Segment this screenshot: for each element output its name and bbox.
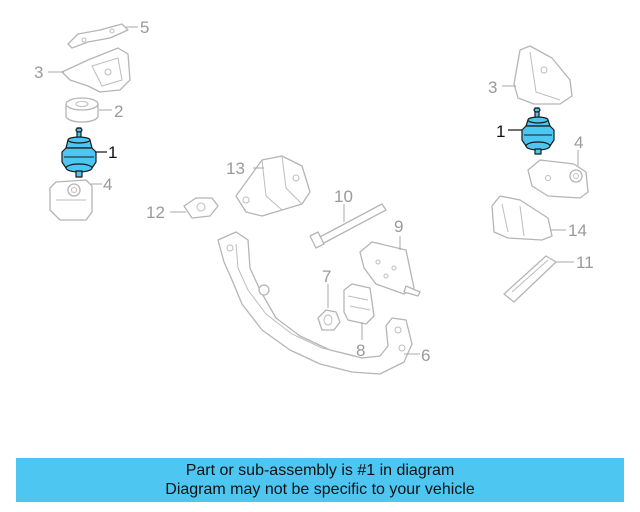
banner-line-1: Part or sub-assembly is #1 in diagram	[185, 462, 455, 479]
callout-4-left: 4	[103, 175, 112, 194]
part-3-left-bracket	[61, 47, 131, 93]
part-2-damper	[65, 97, 99, 123]
part-11-strap	[503, 255, 557, 303]
callout-7: 7	[322, 267, 331, 286]
part-5-bracket	[67, 23, 129, 49]
callout-4-right: 4	[574, 133, 583, 152]
parts-diagram: 5 3 2 1 4	[34, 18, 594, 375]
banner-line-2: Diagram may not be specific to your vehi…	[165, 481, 475, 498]
callout-12: 12	[146, 203, 165, 222]
callout-1-right: 1	[496, 122, 505, 141]
callout-8: 8	[356, 341, 365, 360]
part-8-block-mount	[343, 283, 375, 325]
part-1-right-engine-mount	[521, 107, 555, 155]
part-3-right-bracket	[513, 45, 573, 105]
callout-6: 6	[421, 346, 430, 365]
part-6-crossmember	[217, 231, 413, 375]
info-banner: Part or sub-assembly is #1 in diagram Di…	[16, 458, 624, 502]
part-4-left-bracket	[49, 179, 93, 221]
callout-3-left: 3	[34, 63, 43, 82]
part-7-bushing	[317, 309, 341, 331]
callout-9: 9	[394, 217, 403, 236]
callout-14: 14	[568, 221, 587, 240]
part-9-plate	[359, 241, 421, 297]
part-14-bracket	[491, 195, 553, 241]
callout-10: 10	[334, 187, 353, 206]
callout-2: 2	[114, 102, 123, 121]
callout-1-left: 1	[108, 143, 117, 162]
part-4-right-bracket	[527, 159, 589, 199]
part-12-plate	[183, 197, 219, 219]
callout-3-right: 3	[488, 78, 497, 97]
callout-13: 13	[226, 159, 245, 178]
part-13-bracket	[235, 155, 311, 217]
part-1-left-engine-mount	[61, 127, 97, 178]
callout-5: 5	[140, 18, 149, 37]
part-10-rod	[309, 203, 387, 249]
callout-11: 11	[576, 253, 594, 272]
